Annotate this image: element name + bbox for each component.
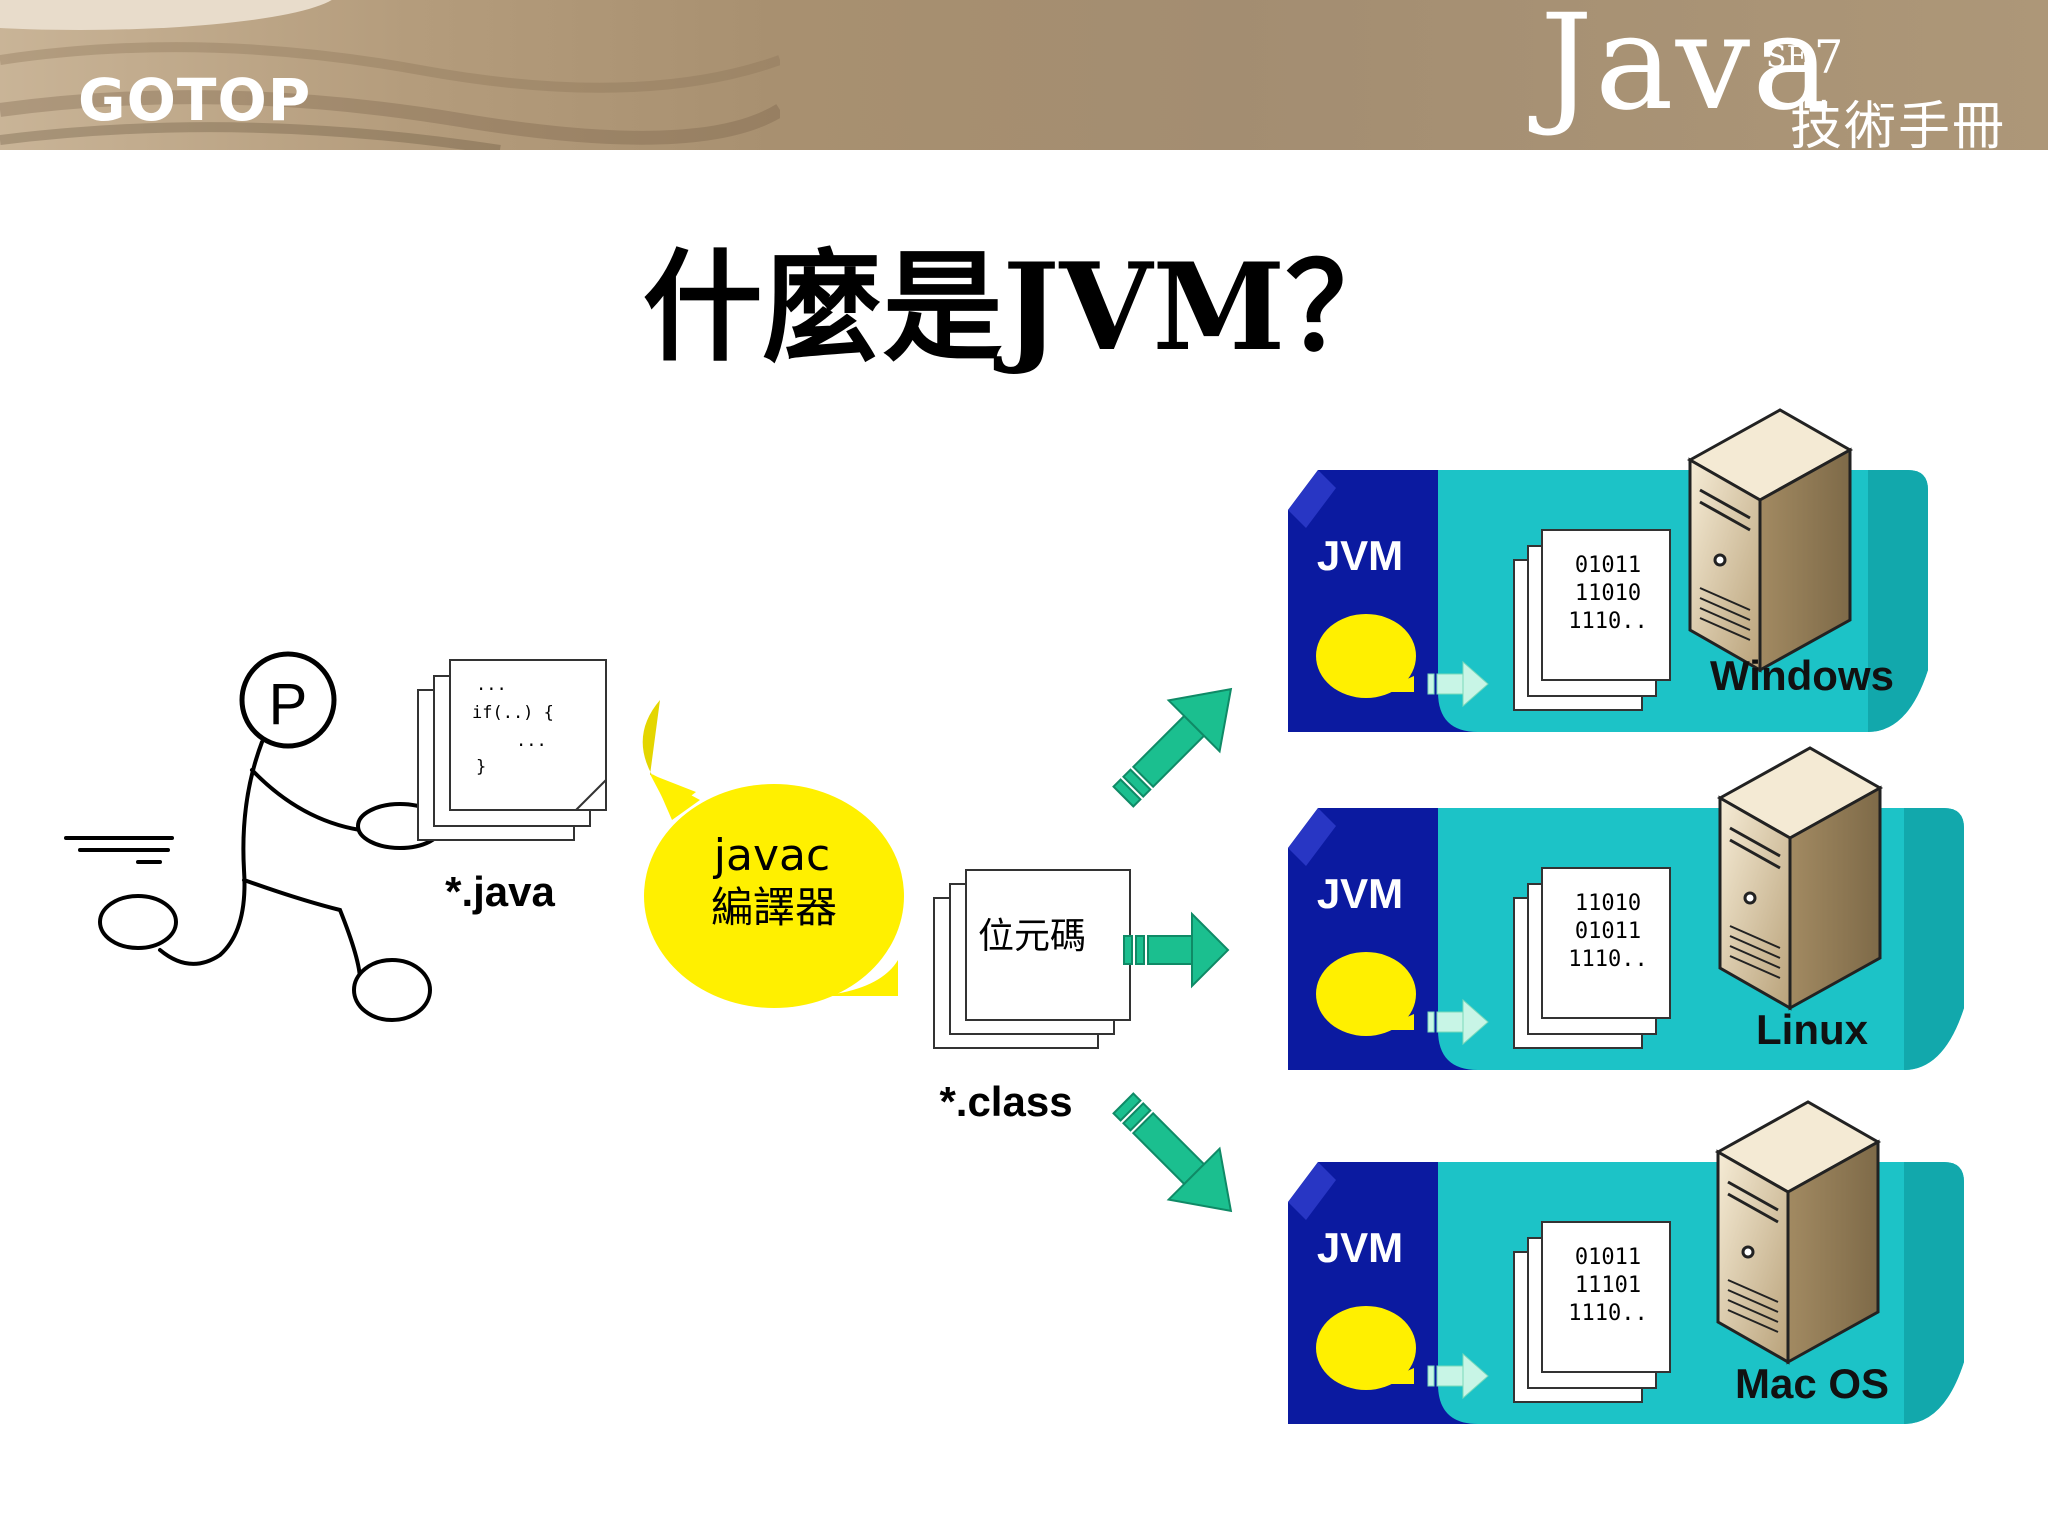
java-file-label: *.java xyxy=(445,868,555,915)
arrow-to-linux xyxy=(1123,911,1230,989)
jvm-bubble-icon xyxy=(1316,952,1416,1036)
load-arrow-icon xyxy=(1462,1352,1489,1400)
slide-title: 什麼是JVM？ xyxy=(642,237,1406,378)
binary-doc xyxy=(1541,529,1671,681)
compiler-desc: 編譯器 xyxy=(711,883,837,932)
brand-subtitle: 技術手冊 xyxy=(1790,97,2007,157)
platform-panel-3: JVM 01011 11101 1110.. Mac OS xyxy=(1288,1100,1964,1424)
code-line-4: } xyxy=(476,757,486,777)
server-icon xyxy=(1714,1100,1882,1365)
compiler-name: javac xyxy=(713,830,830,881)
binary-line: 11101 xyxy=(1575,1273,1641,1298)
server-icon xyxy=(1686,408,1854,673)
load-arrow-icon xyxy=(1462,660,1489,708)
binary-line: 1110.. xyxy=(1568,1301,1647,1326)
brand-edition-number: 7 xyxy=(1814,30,1844,84)
brand-java-wordmark: Java xyxy=(1540,0,1833,140)
jvm-label: JVM xyxy=(1317,532,1403,579)
arrow-to-macos xyxy=(1112,1092,1233,1213)
platform-panel-2: JVM 11010 01011 1110.. Linux xyxy=(1288,746,1964,1070)
binary-line: 1110.. xyxy=(1568,947,1647,972)
binary-doc xyxy=(1541,1221,1671,1373)
compiler-bubble xyxy=(642,700,904,1008)
server-icon xyxy=(1716,746,1884,1011)
jvm-label: JVM xyxy=(1317,1224,1403,1271)
header-banner xyxy=(0,0,2048,150)
code-line-2: if(..) { xyxy=(472,703,554,723)
bytecode-doc-stack xyxy=(933,869,1131,1049)
binary-line: 01011 xyxy=(1575,1245,1641,1270)
platform-panel-1: JVM 01011 11010 1110.. Windows xyxy=(1288,408,1928,732)
binary-line: 11010 xyxy=(1575,891,1641,916)
binary-line: 01011 xyxy=(1575,919,1641,944)
load-arrow-icon xyxy=(1462,998,1489,1046)
brand-edition-prefix: SE xyxy=(1766,40,1809,75)
arrow-to-windows xyxy=(1112,687,1233,808)
programmer-badge: P xyxy=(269,672,308,737)
binary-line: 11010 xyxy=(1575,581,1641,606)
jvm-bubble-icon xyxy=(1316,1306,1416,1390)
binary-line: 1110.. xyxy=(1568,609,1647,634)
distribution-arrows xyxy=(1112,687,1233,1213)
jvm-label: JVM xyxy=(1317,870,1403,917)
banner-sand-texture xyxy=(0,0,780,150)
os-label: Windows xyxy=(1710,652,1894,699)
programmer-figure xyxy=(64,651,444,1022)
binary-doc xyxy=(1541,867,1671,1019)
publisher-logo: GOTOP xyxy=(78,66,312,134)
class-file-label: *.class xyxy=(939,1078,1072,1125)
binary-line: 01011 xyxy=(1575,553,1641,578)
code-line-3: ... xyxy=(516,731,547,751)
os-label: Mac OS xyxy=(1735,1360,1889,1407)
os-label: Linux xyxy=(1756,1006,1869,1053)
code-line-1: ... xyxy=(476,675,507,695)
source-file-stack xyxy=(417,659,607,841)
jvm-bubble-icon xyxy=(1316,614,1416,698)
bytecode-doc-label: 位元碼 xyxy=(978,916,1086,957)
programmer-head xyxy=(239,651,337,749)
